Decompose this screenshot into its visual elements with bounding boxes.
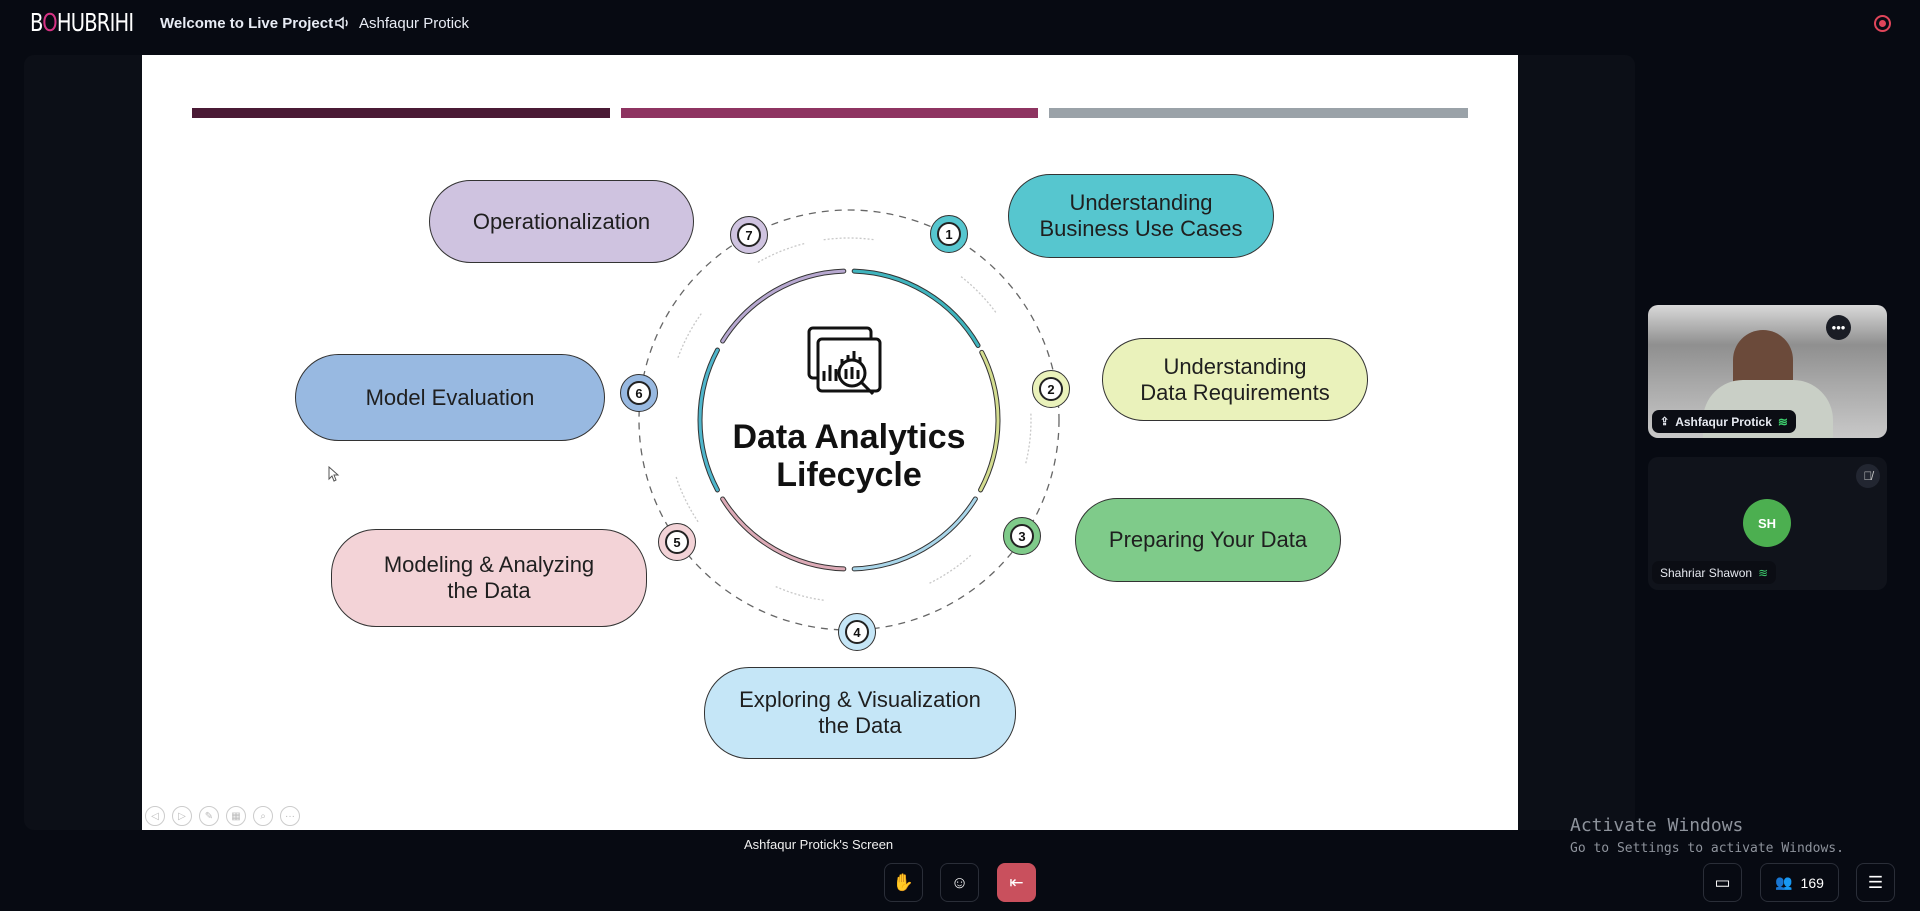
step-number-badge: 2 <box>1032 370 1070 408</box>
hamburger-icon: ☰ <box>1867 872 1884 892</box>
step-pill-model-evaluation: Model Evaluation <box>295 354 605 441</box>
step-number-badge: 7 <box>730 216 768 254</box>
activate-windows-title: Activate Windows <box>1570 815 1744 836</box>
participant-tile[interactable]: 🎙̸ SH Shahriar Shawon ≋ <box>1648 457 1887 590</box>
inner-ring-segment <box>979 350 1000 492</box>
step-number-badge: 3 <box>1003 517 1041 555</box>
flow-arrow <box>960 276 997 314</box>
recording-icon[interactable] <box>1874 15 1891 32</box>
wifi-signal-icon: ≋ <box>1777 414 1788 429</box>
step-number-badge: 5 <box>658 523 696 561</box>
active-speaker-name: Ashfaqur Protick <box>359 15 470 32</box>
inner-ring-segment <box>852 269 980 347</box>
leave-icon: ⇤ <box>1009 872 1024 892</box>
inner-ring-segment <box>721 269 846 343</box>
pen-icon[interactable]: ✎ <box>199 806 219 826</box>
step-pill-operationalization: Operationalization <box>429 180 694 263</box>
participant-count: 169 <box>1800 874 1824 891</box>
slide-next-icon[interactable]: ▷ <box>172 806 192 826</box>
slide-prev-icon[interactable]: ◁ <box>145 806 165 826</box>
chat-icon: ▭ <box>1714 872 1731 892</box>
raise-hand-button[interactable]: ✋ <box>884 863 923 902</box>
mouse-cursor-icon <box>328 466 340 482</box>
analytics-magnifier-icon <box>807 326 882 396</box>
slides-grid-icon[interactable]: ▦ <box>226 806 246 826</box>
wifi-signal-icon: ≋ <box>1758 565 1769 580</box>
step-number-badge: 6 <box>620 374 658 412</box>
flow-arrow <box>823 237 875 241</box>
participant-name: Ashfaqur Protick <box>1675 414 1772 429</box>
menu-button[interactable]: ☰ <box>1856 863 1895 902</box>
participant-name-chip: Shahriar Shawon ≋ <box>1652 561 1777 584</box>
flow-arrow <box>675 476 699 523</box>
people-icon: 👥 <box>1775 874 1793 890</box>
participant-name: Shahriar Shawon <box>1660 565 1753 580</box>
smiley-icon: ☺ <box>950 872 969 892</box>
step-pill-preparing-data: Preparing Your Data <box>1075 498 1341 582</box>
flow-arrow <box>928 554 972 585</box>
zoom-icon[interactable]: ⌕ <box>253 806 273 826</box>
inner-ring-segment <box>851 496 978 572</box>
flow-arrow <box>1024 413 1032 465</box>
leave-button[interactable]: ⇤ <box>997 863 1036 902</box>
inner-ring-segment <box>721 497 846 571</box>
tile-more-icon[interactable]: ••• <box>1826 315 1851 340</box>
meeting-title: Welcome to Live Project <box>160 15 334 32</box>
reactions-button[interactable]: ☺ <box>940 863 979 902</box>
hand-icon: ✋ <box>892 872 915 892</box>
chat-button[interactable]: ▭ <box>1703 863 1742 902</box>
slide-stripe <box>621 108 1038 118</box>
participants-button[interactable]: 👥 169 <box>1760 863 1839 902</box>
step-number-badge: 1 <box>930 215 968 253</box>
speaker-icon <box>335 16 348 30</box>
inner-ring-segment <box>852 497 977 571</box>
avatar: SH <box>1743 499 1791 547</box>
inner-ring-segment <box>698 348 719 492</box>
inner-ring-segment <box>720 496 847 572</box>
screen-share-label: Ashfaqur Protick's Screen <box>744 837 894 852</box>
slide-stripe <box>1049 108 1468 118</box>
activate-windows-subtitle: Go to Settings to activate Windows. <box>1570 841 1844 856</box>
mic-muted-icon: 🎙̸ <box>1856 464 1880 488</box>
more-options-icon[interactable]: ··· <box>280 806 300 826</box>
slide-stripe <box>192 108 610 118</box>
screen-share-icon: ⇪ <box>1660 416 1670 428</box>
flow-arrow <box>774 585 824 601</box>
bohubrihi-logo: BOHUBRIHI <box>30 8 134 37</box>
participant-name-chip: ⇪ Ashfaqur Protick ≋ <box>1652 410 1796 433</box>
participant-video-tile[interactable]: ••• ⇪ Ashfaqur Protick ≋ <box>1648 305 1887 438</box>
flow-arrow <box>677 312 703 358</box>
flow-arrow <box>757 242 806 263</box>
step-number-badge: 4 <box>838 613 876 651</box>
